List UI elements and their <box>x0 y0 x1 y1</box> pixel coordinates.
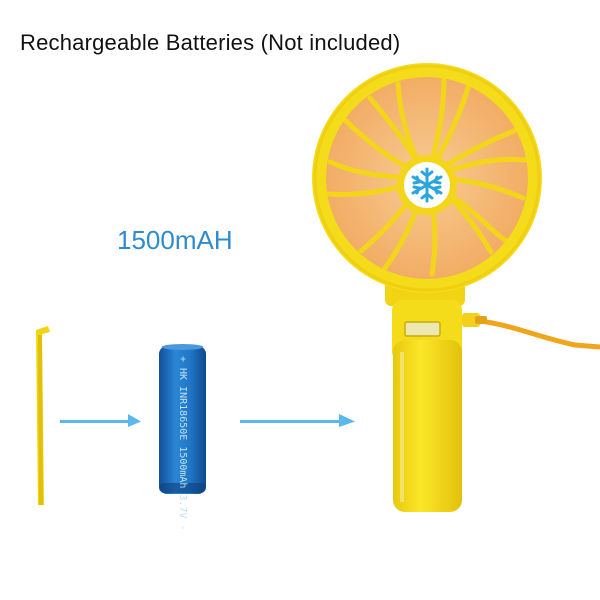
battery-print: + HK INR18650E 1500mAh 3.7V - <box>177 356 188 531</box>
usb-cable <box>462 313 600 350</box>
arrow-right-icon <box>240 414 355 427</box>
battery: + HK INR18650E 1500mAh 3.7V - <box>159 344 206 531</box>
battery-cover <box>36 326 50 505</box>
snowflake-icon <box>411 167 443 203</box>
capacity-label: 1500mAH <box>117 225 233 255</box>
headline-text: Rechargeable Batteries (Not included) <box>20 30 401 55</box>
fan-handle <box>385 278 465 512</box>
fan-head <box>312 63 542 293</box>
arrow-right-icon <box>60 414 141 427</box>
